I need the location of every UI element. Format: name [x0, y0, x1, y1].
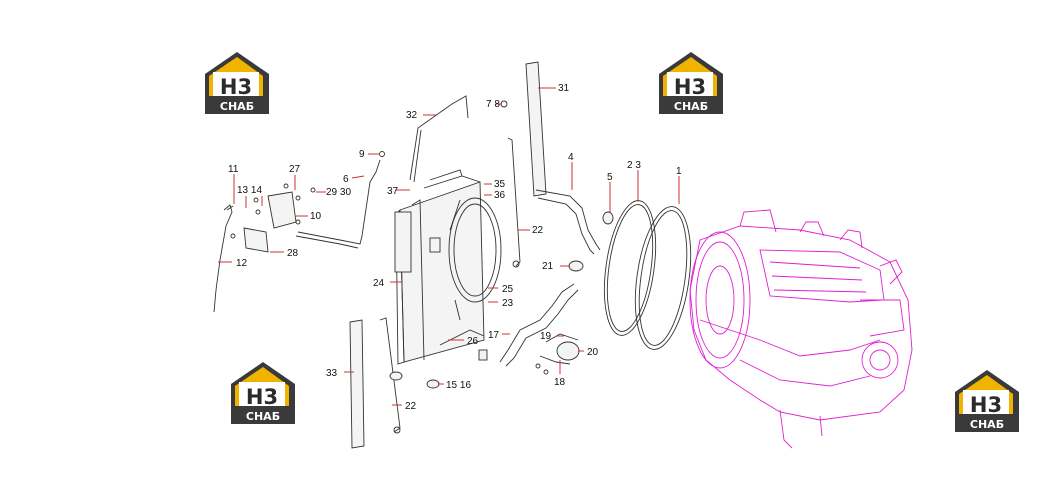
callout-1: 1: [676, 166, 682, 177]
callout-5: 5: [607, 172, 613, 183]
callout-35: 35: [494, 179, 506, 190]
logo-mark: H3: [220, 75, 252, 99]
logo-caption: СНАБ: [220, 100, 254, 113]
callout-22-lower: 22: [405, 401, 417, 412]
callout-2-3: 2 3: [627, 160, 641, 171]
callout-25: 25: [502, 284, 514, 295]
logo-mark: H3: [246, 385, 278, 409]
callout-18: 18: [554, 377, 566, 388]
logo-caption: СНАБ: [246, 410, 280, 423]
callout-19: 19: [540, 331, 552, 342]
callout-13-14: 13 14: [237, 185, 262, 196]
callout-labels: 1 2 3 4 5 7 8 31 9 32 6 29 30 27 10 11 1…: [228, 83, 682, 412]
logo-bottom-left: H3 СНАБ: [231, 362, 295, 424]
callout-12: 12: [236, 258, 248, 269]
radiator-assembly: [394, 169, 502, 365]
callout-28: 28: [287, 248, 299, 259]
callout-33: 33: [326, 368, 338, 379]
callout-7-8: 7 8: [486, 99, 500, 110]
logo-caption: СНАБ: [674, 100, 708, 113]
leader-lines: [218, 87, 680, 406]
logo-top-center: H3 СНАБ: [659, 52, 723, 114]
rods-and-straps: [349, 61, 547, 449]
callout-17: 17: [488, 330, 500, 341]
callout-11: 11: [228, 164, 239, 175]
callout-32: 32: [406, 110, 418, 121]
callout-4: 4: [568, 152, 574, 163]
gasket-rings: [603, 200, 692, 350]
callout-36: 36: [494, 190, 506, 201]
callout-6: 6: [343, 174, 349, 185]
callout-29-30: 29 30: [326, 187, 351, 198]
hoses: [478, 189, 614, 375]
callout-20: 20: [587, 347, 599, 358]
callout-22-upper: 22: [532, 225, 544, 236]
engine-block: [689, 209, 913, 449]
callout-10: 10: [310, 211, 322, 222]
callout-9: 9: [359, 149, 365, 160]
callout-26: 26: [467, 336, 479, 347]
callout-24: 24: [373, 278, 385, 289]
logo-mark: H3: [970, 393, 1002, 417]
logo-bottom-right: H3 СНАБ: [955, 370, 1019, 432]
callout-27: 27: [289, 164, 301, 175]
logo-mark: H3: [674, 75, 706, 99]
logo-top-left: H3 СНАБ: [205, 52, 269, 114]
callout-21: 21: [542, 261, 554, 272]
logo-caption: СНАБ: [970, 418, 1004, 431]
callout-37: 37: [387, 186, 399, 197]
callout-23: 23: [502, 298, 514, 309]
left-bracket-assembly: [213, 151, 385, 313]
callout-15-16: 15 16: [446, 380, 471, 391]
callout-31: 31: [558, 83, 570, 94]
